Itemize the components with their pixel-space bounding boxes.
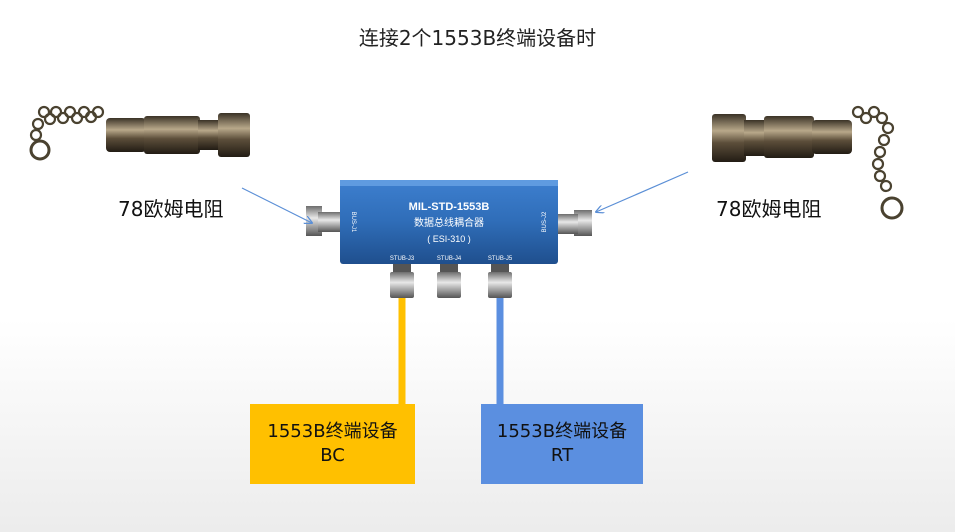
bc-device-line2: BC — [320, 445, 345, 466]
right-terminator-label: 78欧姆电阻 — [716, 197, 822, 221]
coupler-left-port-label: BUS-J1 — [350, 212, 356, 233]
rt-device-line2: RT — [550, 445, 574, 466]
rt-device-line1: 1553B终端设备 — [496, 421, 628, 442]
left-arrow — [241, 187, 312, 223]
left-terminator-icon — [29, 105, 250, 161]
rt-device-box: 1553B终端设备 RT — [481, 404, 643, 484]
coupler-stub-label-2: STUB-J4 — [437, 256, 462, 262]
right-terminator-icon — [712, 105, 904, 220]
bc-device-box: 1553B终端设备 BC — [250, 404, 415, 484]
bc-device-line1: 1553B终端设备 — [267, 421, 398, 442]
diagram-title: 连接2个1553B终端设备时 — [358, 26, 597, 50]
left-terminator-label: 78欧姆电阻 — [118, 197, 224, 221]
coupler-line3: ( ESI-310 ) — [427, 234, 471, 244]
bus-coupler-icon: MIL-STD-1553B 数据总线耦合器 ( ESI-310 ) BUS-J1… — [306, 180, 592, 298]
coupler-stub-label-3: STUB-J5 — [488, 256, 513, 262]
coupler-line2: 数据总线耦合器 — [414, 216, 484, 229]
coupler-right-port-label: BUS-J2 — [542, 211, 548, 232]
right-arrow — [596, 171, 689, 212]
coupler-line1: MIL-STD-1553B — [409, 201, 490, 213]
coupler-stub-label-1: STUB-J3 — [390, 256, 415, 262]
